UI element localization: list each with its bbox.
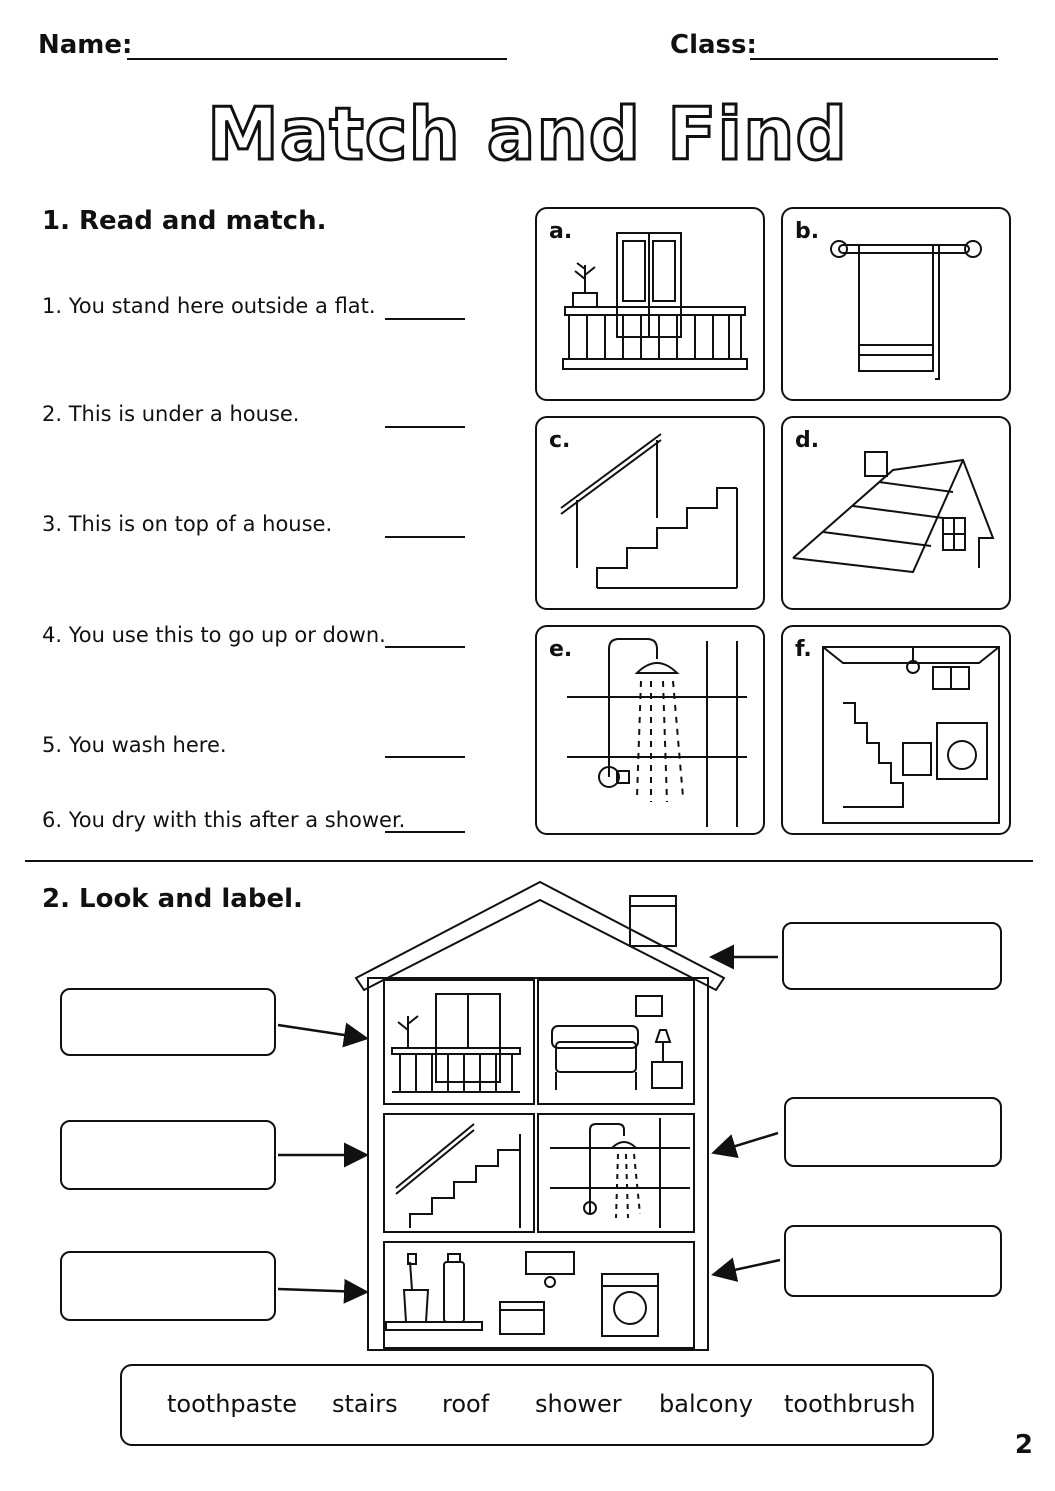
- card-letter-d: d.: [795, 428, 820, 453]
- roof-icon: [792, 451, 995, 574]
- stairs-icon: [560, 433, 738, 589]
- label-box-left-1[interactable]: [60, 988, 276, 1056]
- label-box-left-3[interactable]: [60, 1251, 276, 1321]
- label-box-right-1[interactable]: [782, 922, 1002, 990]
- arrow-left-3: [277, 1278, 369, 1304]
- name-field[interactable]: [127, 58, 507, 60]
- card-letter-c: c.: [549, 428, 571, 453]
- towel-icon: [830, 240, 982, 380]
- label-box-left-2[interactable]: [60, 1120, 276, 1190]
- card-letter-b: b.: [795, 219, 820, 244]
- word-bank-item: toothpaste: [167, 1390, 298, 1418]
- page-title: Match and Find: [206, 91, 849, 178]
- arrow-right-2: [711, 1131, 779, 1159]
- question-5: 5. You wash here.: [42, 733, 227, 757]
- balcony-icon: [391, 993, 521, 1093]
- word-bank-item: shower: [535, 1390, 622, 1418]
- picture-card-a: a.: [535, 207, 765, 401]
- word-bank-item: roof: [442, 1390, 490, 1418]
- roof-icon: [354, 880, 726, 992]
- section-2-title: 2. Look and label.: [42, 884, 303, 914]
- answer-blank-6[interactable]: [385, 831, 465, 833]
- arrow-left-1: [277, 1022, 369, 1048]
- section-divider: [25, 860, 1033, 862]
- washing-machine-icon: [601, 1273, 659, 1337]
- section-1-title: 1. Read and match.: [42, 206, 327, 236]
- picture-card-d: d.: [781, 416, 1011, 610]
- shower-icon: [567, 638, 747, 827]
- shower-icon: [550, 1118, 690, 1228]
- label-box-right-2[interactable]: [784, 1097, 1002, 1167]
- picture-card-e: e.: [535, 625, 765, 835]
- answer-blank-1[interactable]: [385, 318, 465, 320]
- house-diagram: [354, 880, 726, 1351]
- arrow-right-3: [711, 1257, 781, 1282]
- basement-icon: [822, 646, 1000, 824]
- word-bank-item: balcony: [659, 1390, 753, 1418]
- card-letter-e: e.: [549, 637, 573, 662]
- cup-icon: [402, 1289, 430, 1323]
- label-box-right-3[interactable]: [784, 1225, 1002, 1297]
- picture-card-f: f.: [781, 625, 1011, 835]
- class-label: Class:: [670, 30, 757, 60]
- stairs-icon: [395, 1123, 521, 1228]
- question-6: 6. You dry with this after a shower.: [42, 808, 406, 832]
- answer-blank-3[interactable]: [385, 536, 465, 538]
- question-4: 4. You use this to go up or down.: [42, 623, 386, 647]
- name-label: Name:: [38, 30, 133, 60]
- bed-icon: [551, 995, 683, 1090]
- answer-blank-5[interactable]: [385, 756, 465, 758]
- question-1: 1. You stand here outside a flat.: [42, 294, 376, 318]
- chimney-icon: [629, 895, 677, 947]
- answer-blank-4[interactable]: [385, 646, 465, 648]
- word-bank-item: stairs: [332, 1390, 398, 1418]
- page-number: 2: [1014, 1430, 1033, 1460]
- question-3: 3. This is on top of a house.: [42, 512, 333, 536]
- answer-blank-2[interactable]: [385, 426, 465, 428]
- picture-card-c: c.: [535, 416, 765, 610]
- balcony-icon: [562, 232, 748, 370]
- word-bank-item: toothbrush: [784, 1390, 916, 1418]
- word-bank: toothpaste stairs roof shower balcony to…: [120, 1364, 934, 1446]
- basement-icon: [385, 1251, 659, 1337]
- class-field[interactable]: [750, 58, 998, 60]
- picture-card-b: b.: [781, 207, 1011, 401]
- question-2: 2. This is under a house.: [42, 402, 300, 426]
- card-letter-a: a.: [549, 219, 573, 244]
- card-letter-f: f.: [795, 637, 812, 662]
